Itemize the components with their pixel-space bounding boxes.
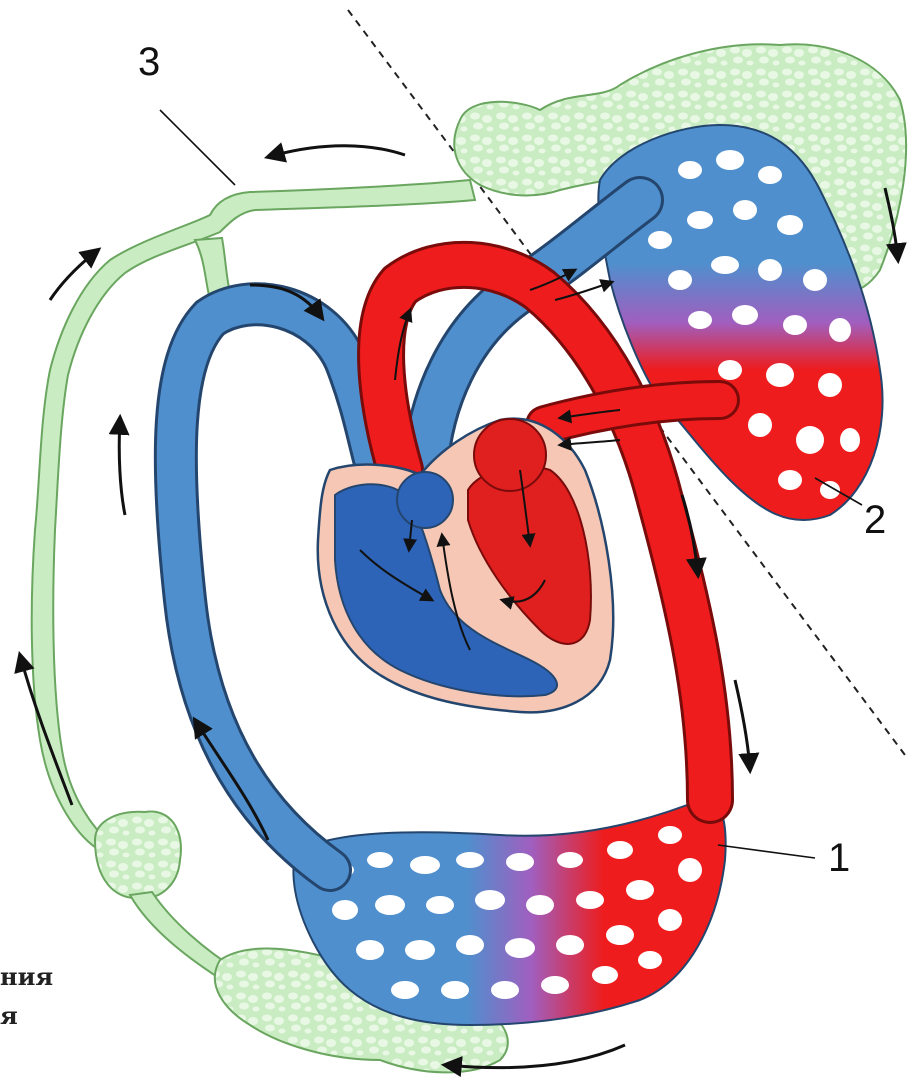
arrow-left-mid xyxy=(119,418,125,515)
label-3: 3 xyxy=(138,40,160,85)
leader-1 xyxy=(718,845,815,858)
arrow-top xyxy=(268,146,405,157)
systemic-capillary-network xyxy=(293,798,725,1025)
label-1: 1 xyxy=(828,836,850,881)
partial-text-line-2: я xyxy=(0,1004,18,1028)
right-atrium xyxy=(397,472,453,528)
label-2: 2 xyxy=(864,498,886,543)
lymph-node-lower-left xyxy=(95,812,181,899)
arrow-pv-2 xyxy=(560,440,620,445)
arrow-right-2 xyxy=(735,680,750,770)
leader-3 xyxy=(160,110,235,185)
left-atrium xyxy=(474,419,546,491)
partial-text-line-1: ния xyxy=(0,965,53,989)
